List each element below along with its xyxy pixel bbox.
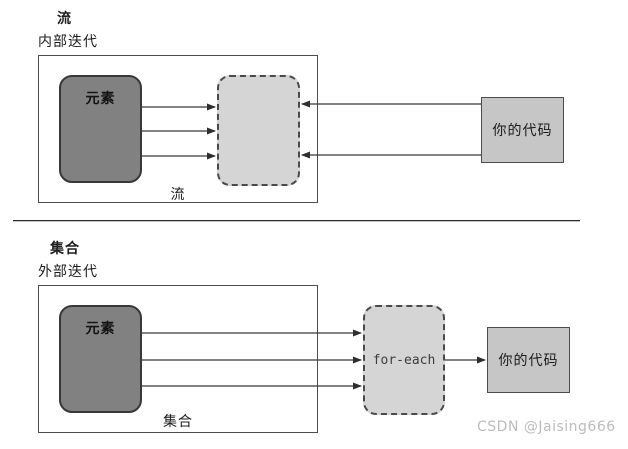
collection-elements-box: 元素 xyxy=(59,305,142,413)
stream-subtitle: 内部迭代 xyxy=(38,34,98,50)
collection-container-caption: 集合 xyxy=(163,414,193,430)
collection-your-code-box: 你的代码 xyxy=(487,327,570,393)
stream-elements-box: 元素 xyxy=(59,75,142,183)
foreach-dashed-box: for-each xyxy=(363,305,445,415)
collection-title: 集合 xyxy=(50,241,80,257)
stream-container-caption: 流 xyxy=(170,187,186,203)
watermark: CSDN @Jaising666 xyxy=(477,419,616,435)
stream-pipeline-dashed-box xyxy=(217,75,300,186)
foreach-label: for-each xyxy=(372,352,436,368)
section-divider xyxy=(13,220,580,221)
stream-your-code-box: 你的代码 xyxy=(481,97,564,163)
stream-title: 流 xyxy=(57,11,72,27)
collection-subtitle: 外部迭代 xyxy=(38,264,98,280)
